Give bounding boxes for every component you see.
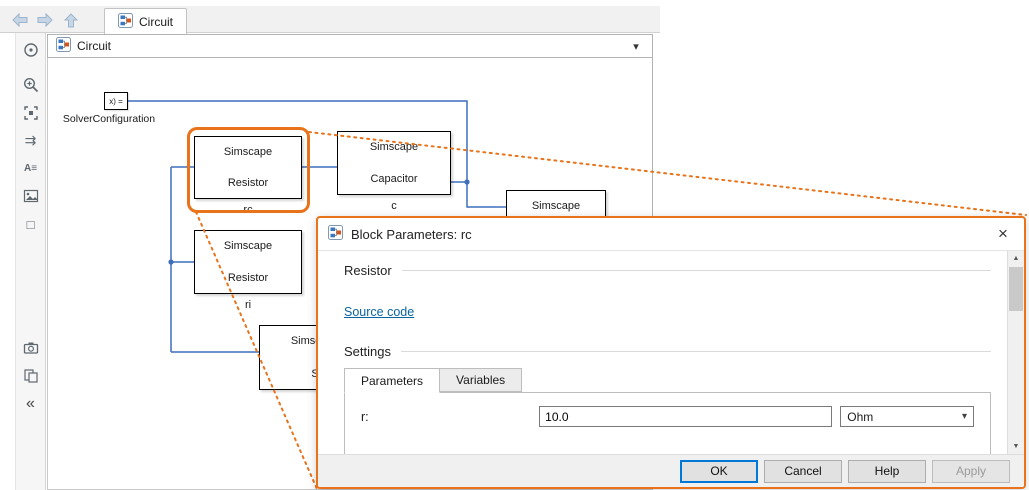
tab-variables[interactable]: Variables xyxy=(440,368,523,392)
unit-select[interactable]: Ohm ▾ xyxy=(840,406,974,427)
dialog-tabs: Parameters Variables xyxy=(344,368,991,393)
divider xyxy=(400,351,991,352)
apply-button: Apply xyxy=(932,459,1010,483)
dialog-body: Resistor Source code Settings Parameters… xyxy=(318,251,1007,454)
solver-configuration-block[interactable]: x) = xyxy=(104,92,128,110)
close-icon[interactable]: × xyxy=(998,224,1008,243)
ok-button[interactable]: OK xyxy=(680,459,758,483)
block-name-label: rc xyxy=(243,204,253,216)
image-icon[interactable] xyxy=(16,186,45,206)
block-name-label: ri xyxy=(244,299,252,311)
breadcrumb-bar: Circuit ▾ xyxy=(47,34,653,58)
tab-circuit[interactable]: Circuit xyxy=(104,8,188,34)
tab-label: Circuit xyxy=(139,14,174,29)
annotation-icon[interactable]: A≡ xyxy=(23,162,38,174)
breadcrumb-label: Circuit xyxy=(77,39,112,53)
block-parameters-dialog: Block Parameters: rc × Resistor Source c… xyxy=(316,216,1026,489)
collapse-palette-icon[interactable]: « xyxy=(26,395,35,412)
block-name-label: c xyxy=(391,200,397,212)
explore-icon[interactable] xyxy=(16,40,45,60)
settings-heading: Settings xyxy=(344,344,991,359)
camera-icon[interactable] xyxy=(16,338,45,358)
param-value-input[interactable] xyxy=(539,406,833,427)
divider xyxy=(401,270,991,271)
up-arrow-icon[interactable] xyxy=(59,10,83,30)
fit-to-view-icon[interactable] xyxy=(16,103,45,123)
help-button[interactable]: Help xyxy=(848,459,926,483)
chevron-down-icon[interactable]: ▾ xyxy=(633,40,639,53)
simulink-model-icon xyxy=(328,225,343,243)
zoom-in-icon[interactable] xyxy=(16,75,45,95)
dialog-title-bar[interactable]: Block Parameters: rc × xyxy=(318,218,1024,251)
parameter-row: r: Ohm ▾ xyxy=(345,393,990,440)
unit-value: Ohm xyxy=(847,409,874,424)
block-name-label: SolverConfiguration xyxy=(62,113,156,125)
chevron-down-icon: ▾ xyxy=(961,411,967,422)
tab-bar: Circuit xyxy=(0,6,660,34)
capacitor-block[interactable]: Simscape Capacitor xyxy=(337,131,451,195)
parameters-panel: r: Ohm ▾ xyxy=(344,392,991,454)
cancel-button[interactable]: Cancel xyxy=(764,459,842,483)
back-arrow-icon[interactable] xyxy=(8,10,32,30)
scroll-up-icon[interactable]: ▲ xyxy=(1012,255,1020,262)
simulink-model-icon xyxy=(56,37,71,55)
dialog-title: Block Parameters: rc xyxy=(351,226,472,242)
source-code-link[interactable]: Source code xyxy=(344,305,415,319)
dialog-scrollbar[interactable]: ▲ ▼ xyxy=(1007,251,1024,454)
simulink-model-icon xyxy=(118,12,133,31)
scrollbar-thumb[interactable] xyxy=(1009,267,1023,311)
resistor-rc-block[interactable]: Simscape Resistor xyxy=(194,136,302,199)
route-arrows-icon[interactable]: ⇉ xyxy=(24,131,37,148)
area-box-icon[interactable]: □ xyxy=(26,216,35,232)
library-icon[interactable] xyxy=(16,366,45,386)
scroll-down-icon[interactable]: ▼ xyxy=(1012,443,1020,450)
param-label: r: xyxy=(361,409,369,424)
forward-arrow-icon[interactable] xyxy=(33,10,57,30)
dialog-button-bar: OK Cancel Help Apply xyxy=(318,454,1024,487)
resistor-ri-block[interactable]: Simscape Resistor xyxy=(194,230,302,294)
left-toolbar: ⇉ A≡ □ « xyxy=(15,33,46,490)
block-type-heading: Resistor xyxy=(344,263,991,278)
tab-parameters[interactable]: Parameters xyxy=(344,368,441,393)
